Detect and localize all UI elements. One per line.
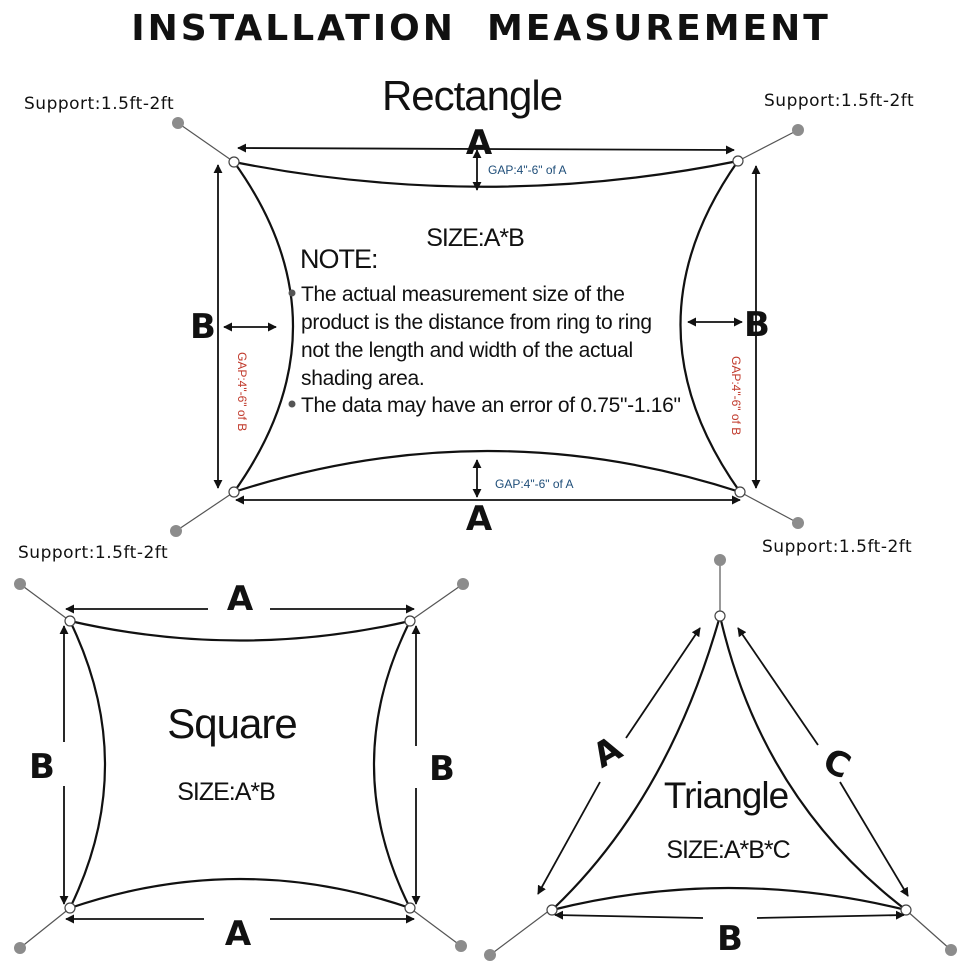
square-label-b-left: B [29, 747, 55, 787]
support-anchor [457, 578, 469, 590]
support-label: Support:1.5ft-2ft [24, 94, 174, 114]
support-label: Support:1.5ft-2ft [764, 91, 914, 111]
note-bullet [288, 289, 296, 297]
square-label-a-bottom: A [225, 914, 252, 954]
triangle-sail-outline [548, 615, 907, 913]
support-anchor [172, 117, 184, 129]
triangle-diagram: A C B Triangle SIZE:A*B*C [484, 554, 957, 961]
triangle-label-c: C [817, 741, 857, 788]
ring [404, 902, 416, 914]
support-pole [19, 907, 71, 949]
square-diagram: A A B B Square SIZE:A*B [14, 578, 469, 954]
support-label: Support:1.5ft-2ft [18, 543, 168, 563]
ring [546, 904, 558, 916]
ring [64, 902, 76, 914]
support-anchor [714, 554, 726, 566]
rectangle-label-b-left: B [190, 307, 216, 347]
support-label: Support:1.5ft-2ft [762, 537, 912, 557]
triangle-size-label: SIZE:A*B*C [666, 836, 790, 864]
support-anchor [792, 124, 804, 136]
triangle-label-a: A [586, 728, 629, 776]
note-title: NOTE: [300, 244, 378, 274]
ring [228, 156, 240, 168]
square-label-a-top: A [227, 579, 254, 619]
support-anchor [455, 940, 467, 952]
rectangle-title: Rectangle [382, 72, 562, 119]
support-pole [177, 122, 235, 163]
page-title: INSTALLATION MEASUREMENT [131, 8, 831, 49]
ring [64, 615, 76, 627]
rectangle-label-a-bottom: A [466, 499, 493, 539]
note-line: The actual measurement size of the [301, 283, 625, 306]
support-pole [737, 129, 799, 162]
dimension-arrow-a-top [237, 143, 735, 155]
support-pole [409, 583, 464, 622]
ring [714, 610, 726, 622]
rectangle-label-a-top: A [466, 123, 493, 163]
note-line: shading area. [301, 367, 424, 390]
ring [732, 155, 744, 167]
support-anchor [484, 949, 496, 961]
support-pole [19, 583, 71, 622]
square-title: Square [167, 700, 296, 747]
dimension-arrow-a [537, 781, 601, 895]
square-size-label: SIZE:A*B [177, 778, 275, 806]
rectangle-label-b-right: B [744, 305, 770, 345]
rectangle-size-label: SIZE:A*B [426, 224, 524, 252]
dimension-arrow-c [839, 781, 909, 897]
ring [228, 486, 240, 498]
gap-label-bottom: GAP:4"-6" of A [495, 477, 574, 491]
square-label-b-right: B [429, 749, 455, 789]
support-pole [409, 907, 462, 947]
triangle-title: Triangle [664, 775, 788, 816]
gap-label-left: GAP:4"-6" of B [235, 352, 249, 431]
note-line: product is the distance from ring to rin… [301, 311, 652, 334]
dimension-arrow-c [737, 627, 819, 746]
note-line: The data may have an error of 0.75"-1.16… [301, 394, 681, 417]
dimension-arrow-b [756, 910, 905, 920]
support-anchor [792, 517, 804, 529]
ring [734, 486, 746, 498]
note-line: not the length and width of the actual [301, 339, 633, 362]
gap-label-top: GAP:4"-6" of A [488, 163, 567, 177]
dimension-arrow-b [554, 910, 704, 920]
ring [900, 904, 912, 916]
support-pole [489, 909, 551, 956]
support-pole [739, 491, 799, 524]
support-anchor [945, 944, 957, 956]
triangle-label-b: B [717, 919, 743, 959]
note-bullet [288, 400, 296, 408]
support-pole [175, 491, 235, 532]
support-anchor [14, 578, 26, 590]
dimension-arrow-a [625, 627, 701, 739]
square-sail-outline [67, 619, 413, 910]
support-anchor [14, 942, 26, 954]
gap-label-right: GAP:4"-6" of B [729, 356, 743, 435]
support-pole [905, 909, 952, 951]
ring [404, 615, 416, 627]
support-anchor [170, 525, 182, 537]
rectangle-diagram: Rectangle A A B B GAP:4"-6" of A [170, 72, 804, 539]
